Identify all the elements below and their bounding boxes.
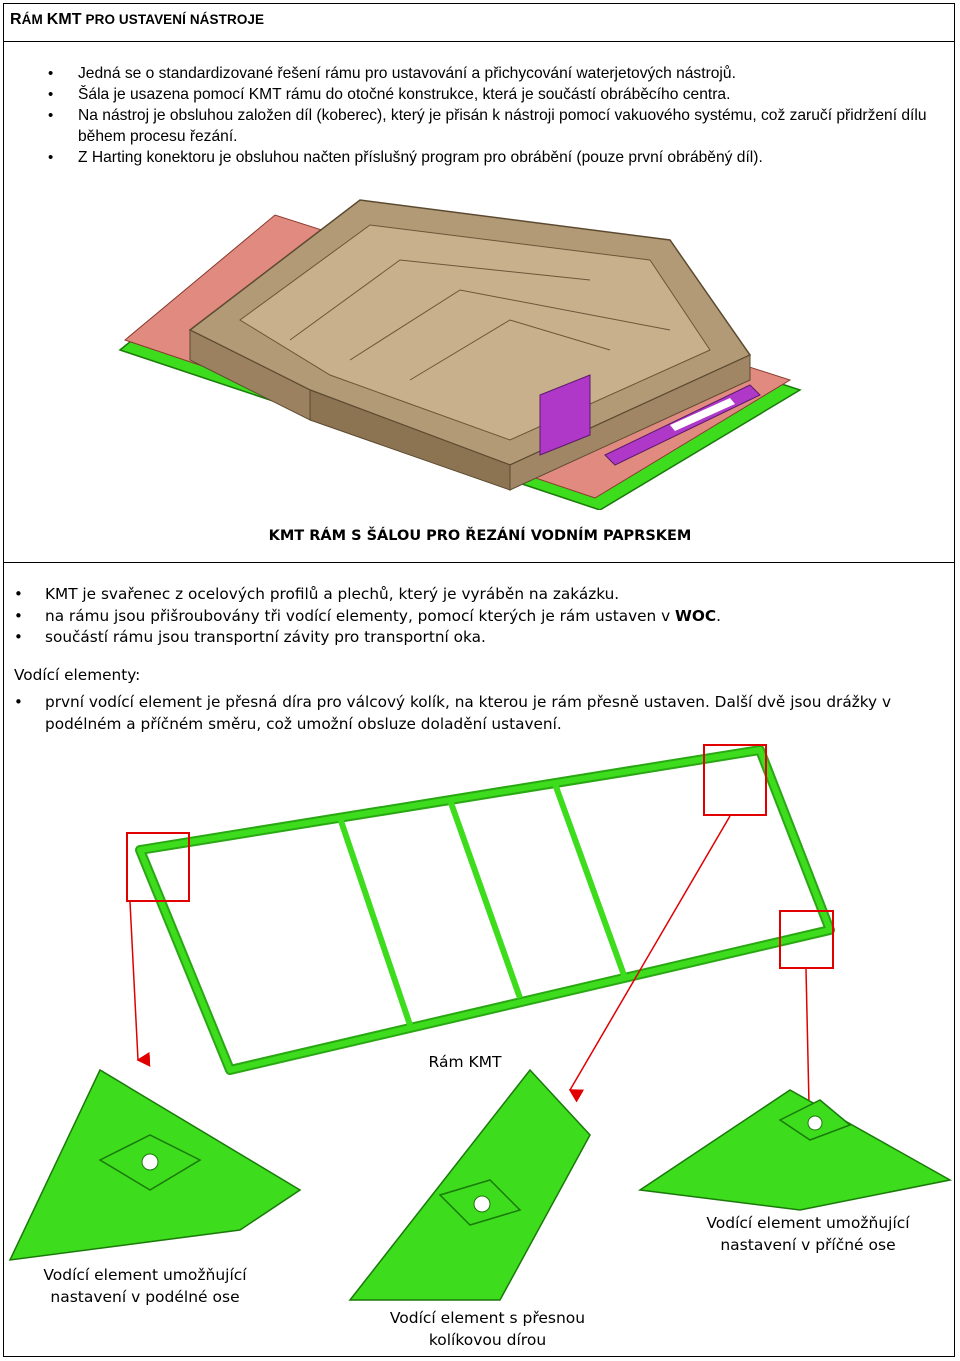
label-longitudinal-guide: Vodící element umožňující nastavení v po… xyxy=(30,1264,260,1308)
section-caption: KMT RÁM S ŠÁLOU PRO ŘEZÁNÍ VODNÍM PAPRSK… xyxy=(268,528,692,544)
list-item: Z Harting konektoru je obsluhou načten p… xyxy=(48,147,938,168)
fixture-illustration xyxy=(118,199,802,510)
label-transverse-guide: Vodící element umožňující nastavení v př… xyxy=(693,1212,923,1256)
frame-illustration xyxy=(8,744,953,1301)
title-divider xyxy=(3,41,955,42)
kmt-bullet-list: KMT je svařenec z ocelových profilů a pl… xyxy=(14,584,944,649)
guides-label: Vodící elementy: xyxy=(14,666,141,684)
list-item: Jedná se o standardizované řešení rámu p… xyxy=(48,63,938,84)
list-item: KMT je svařenec z ocelových profilů a pl… xyxy=(14,584,944,606)
list-item: součástí rámu jsou transportní závity pr… xyxy=(14,627,944,649)
intro-bullet-list: Jedná se o standardizované řešení rámu p… xyxy=(48,63,938,168)
list-item: na rámu jsou přišroubovány tři vodící el… xyxy=(14,606,944,628)
page-frame xyxy=(3,3,955,1357)
label-pin-hole-guide: Vodící element s přesnou kolíkovou dírou xyxy=(380,1307,595,1351)
list-item: první vodící element je přesná díra pro … xyxy=(14,691,934,735)
section-divider xyxy=(3,562,955,563)
guides-bullet-list: první vodící element je přesná díra pro … xyxy=(14,691,934,735)
list-item: Šála je usazena pomocí KMT rámu do otočn… xyxy=(48,84,938,105)
frame-label: Rám KMT xyxy=(410,1051,520,1073)
page-title: RÁM KMT PRO USTAVENÍ NÁSTROJE xyxy=(10,11,265,28)
list-item: Na nástroj je obsluhou založen díl (kobe… xyxy=(48,105,938,147)
